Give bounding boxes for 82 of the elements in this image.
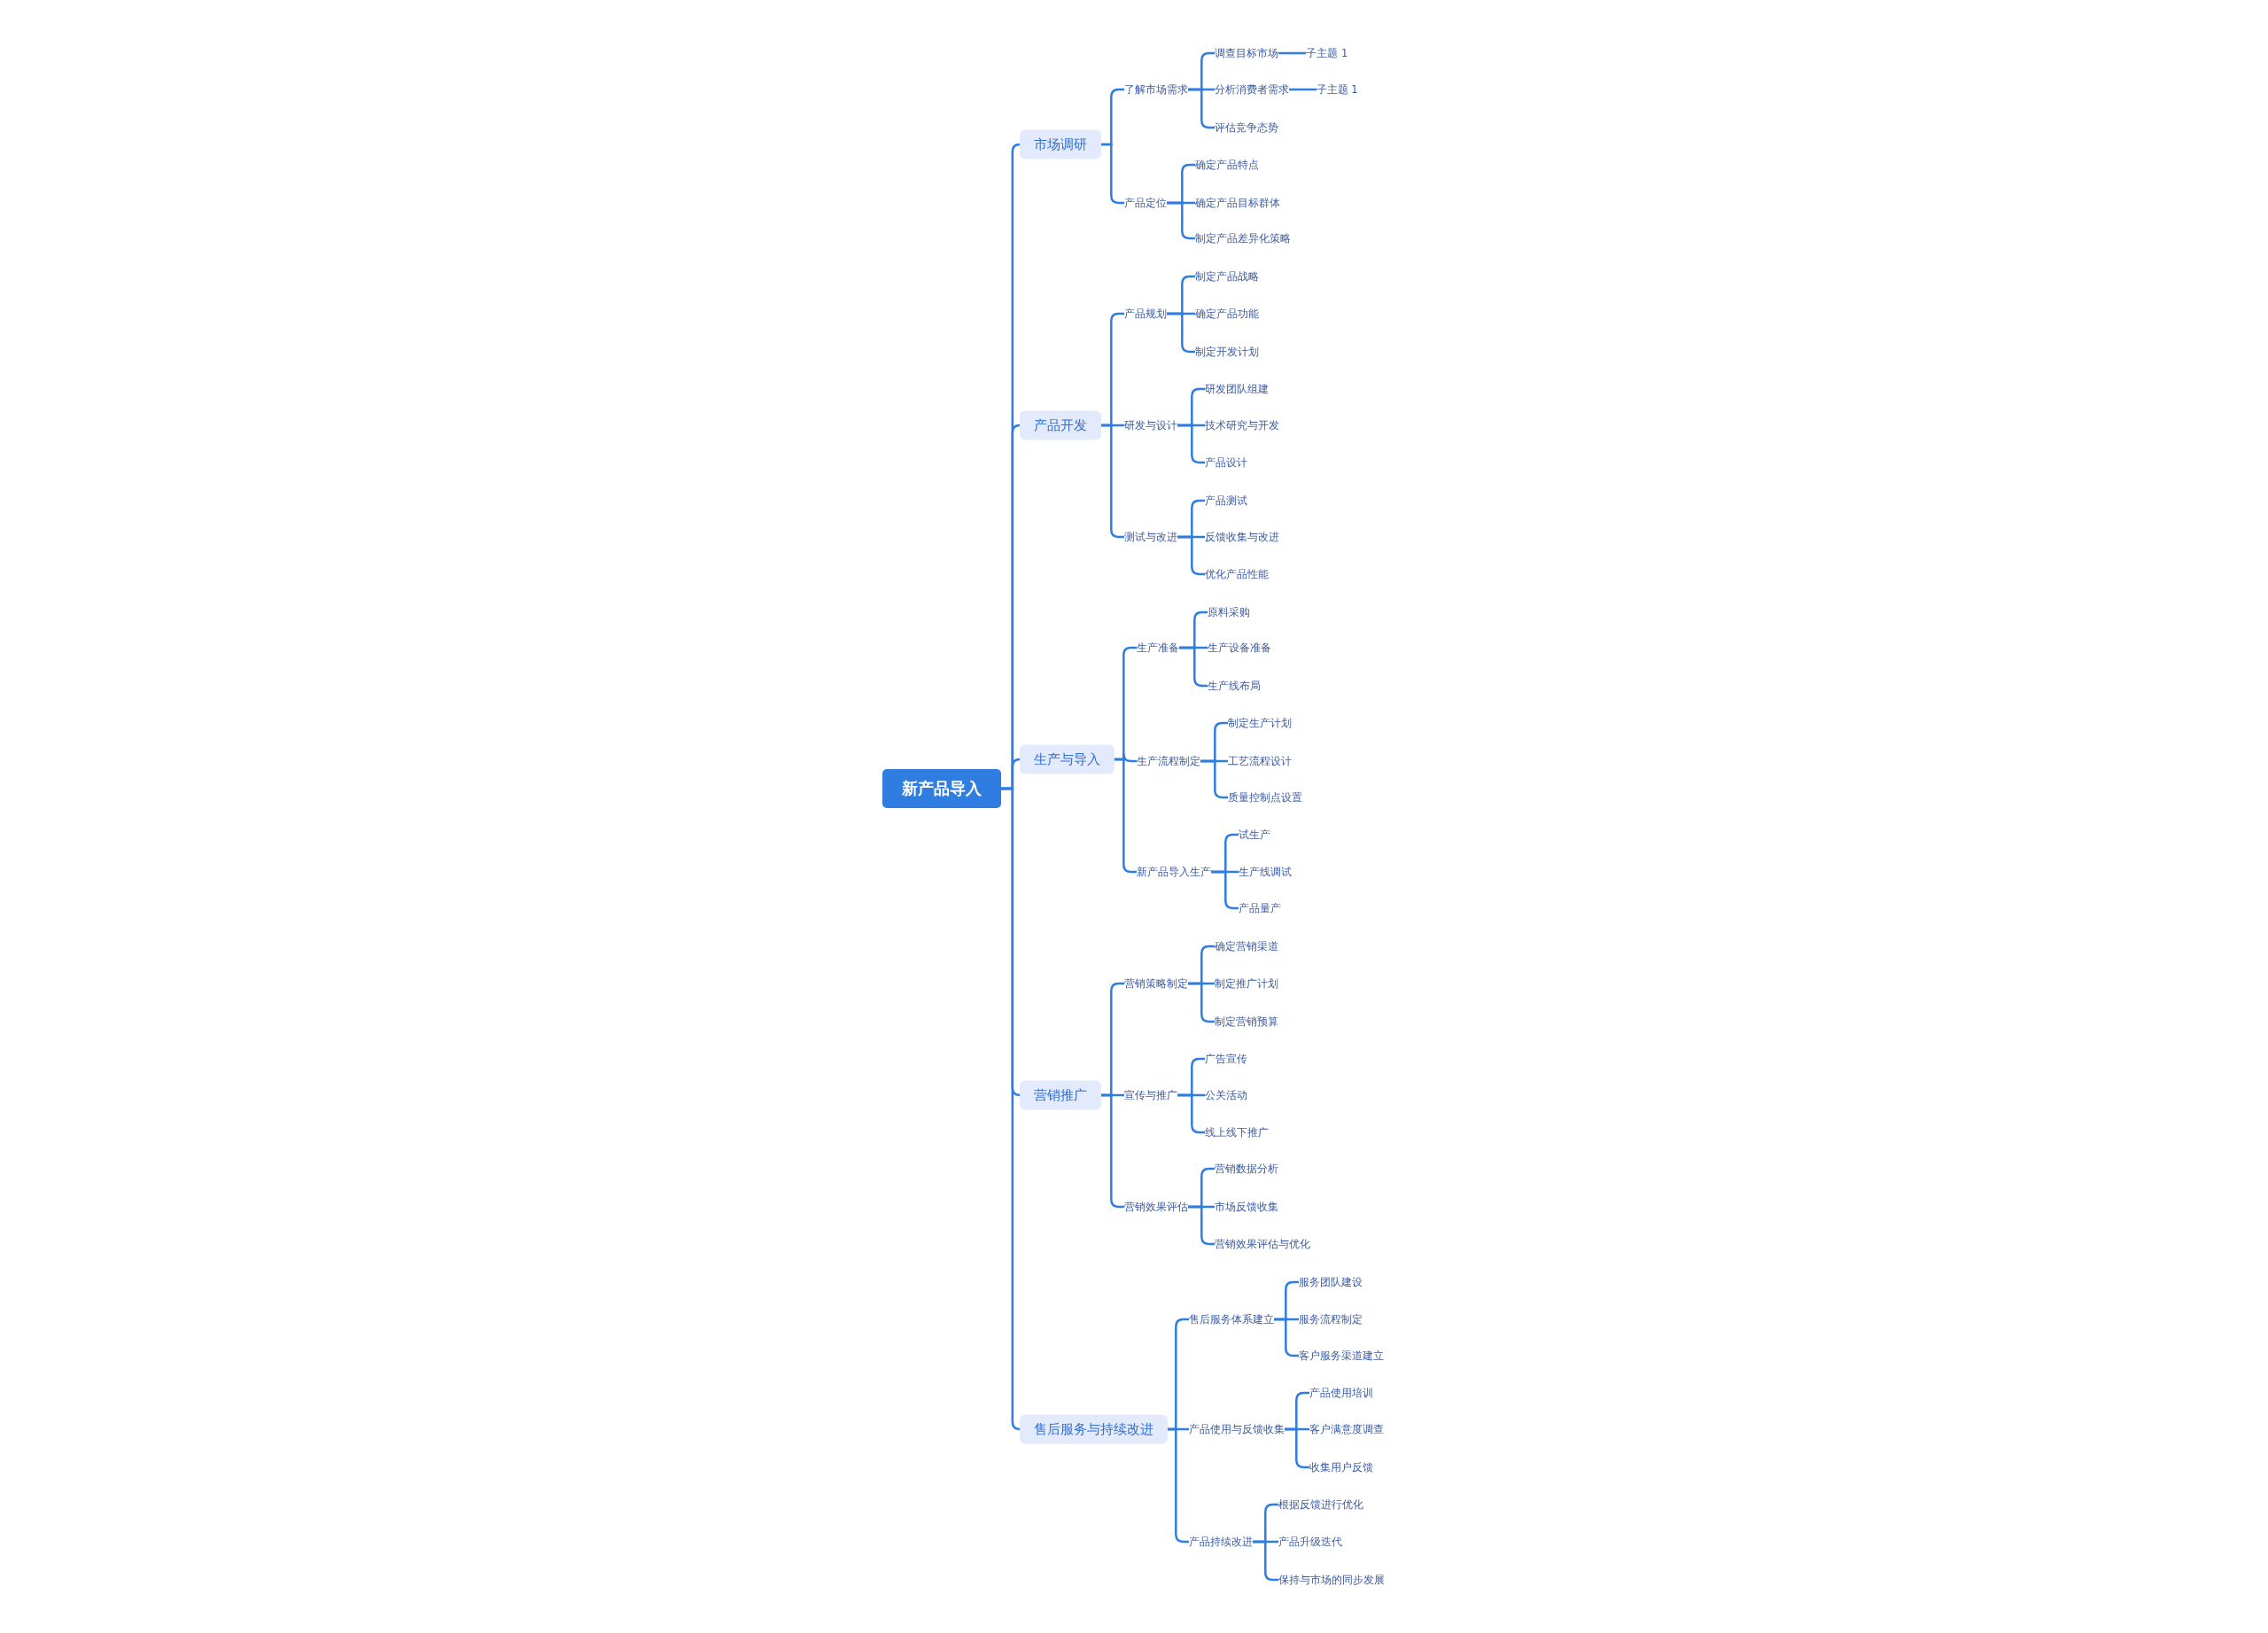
subtopic-label: 客户服务渠道建立 xyxy=(1299,1348,1385,1363)
subtopic-label: 制定生产计划 xyxy=(1228,716,1293,731)
subtopic-label: 产品量产 xyxy=(1238,901,1281,916)
subtopic-label: 确定产品目标群体 xyxy=(1194,195,1280,210)
connector-line xyxy=(1188,982,1215,1023)
subtopic-label: 确定产品功能 xyxy=(1194,307,1259,322)
subtopic-label: 调查目标市场 xyxy=(1215,46,1279,61)
subtopic-label: 技术研究与开发 xyxy=(1205,418,1279,432)
subtopic-label: 市场反馈收集 xyxy=(1215,1199,1279,1214)
connector-line xyxy=(1177,424,1205,464)
connector-line xyxy=(1211,870,1239,910)
topic-box: 营销推广 xyxy=(1020,1080,1101,1110)
subtopic-label: 服务团队建设 xyxy=(1299,1274,1363,1289)
subtopic-label: 试生产 xyxy=(1238,828,1270,843)
subtopic-label: 制定推广计划 xyxy=(1215,976,1279,991)
subtopic-label: 收集用户反馈 xyxy=(1309,1459,1373,1474)
subtopic-label: 营销数据分析 xyxy=(1215,1162,1279,1177)
subtopic-label: 新产品导入生产 xyxy=(1137,865,1212,880)
subtopic-label: 产品升级迭代 xyxy=(1278,1535,1343,1550)
connector-line xyxy=(1188,88,1215,129)
subtopic-label: 售后服务体系建立 xyxy=(1189,1311,1275,1326)
subtopic-label: 产品使用培训 xyxy=(1309,1386,1373,1401)
subtopic-label: 线上线下推广 xyxy=(1205,1125,1269,1140)
connector-line xyxy=(1253,1540,1278,1582)
subtopic-label: 生产线布局 xyxy=(1208,678,1262,693)
root-topic-box: 新产品导入 xyxy=(882,768,1001,808)
subtopic-label: 研发与设计 xyxy=(1123,418,1177,432)
topic-box: 产品开发 xyxy=(1020,410,1101,440)
connector-line xyxy=(1167,312,1195,354)
subtopic-label: 根据反馈进行优化 xyxy=(1278,1497,1364,1512)
connector-line xyxy=(1188,1205,1215,1246)
connector-line xyxy=(1285,1427,1309,1469)
connector-line xyxy=(1200,759,1228,799)
subtopic-label: 生产流程制定 xyxy=(1137,753,1201,768)
connector-line xyxy=(1177,1093,1205,1134)
subtopic-label: 保持与市场的同步发展 xyxy=(1278,1572,1386,1587)
subtopic-label: 评估竞争态势 xyxy=(1215,120,1279,135)
connector-line xyxy=(1177,535,1205,576)
connector-line xyxy=(1101,143,1124,205)
subtopic-label: 质量控制点设置 xyxy=(1228,789,1303,805)
connector-line xyxy=(1278,51,1306,55)
topic-box: 售后服务与持续改进 xyxy=(1020,1414,1168,1444)
subtopic-label: 反馈收集与改进 xyxy=(1205,529,1279,544)
subtopic-label: 生产准备 xyxy=(1137,641,1180,656)
subtopic-label: 产品使用与反馈收集 xyxy=(1189,1422,1285,1437)
subtopic-label: 产品测试 xyxy=(1205,493,1247,508)
subtopic-label: 宣传与推广 xyxy=(1123,1087,1177,1102)
subtopic-label: 工艺流程设计 xyxy=(1228,753,1293,768)
subtopic-label: 服务流程制定 xyxy=(1299,1311,1363,1326)
subtopic-label: 生产线调试 xyxy=(1238,865,1292,880)
subtopic-label: 公关活动 xyxy=(1205,1087,1247,1102)
subtopic-label: 确定产品特点 xyxy=(1194,158,1259,173)
subtopic-label: 了解市场需求 xyxy=(1123,82,1188,97)
subtopic-label: 研发团队组建 xyxy=(1205,382,1269,397)
subtopic-label: 分析消费者需求 xyxy=(1215,82,1290,97)
subtopic-label: 制定产品战略 xyxy=(1194,268,1259,284)
subtopic-label: 营销策略制定 xyxy=(1123,976,1188,991)
subtopic-label: 营销效果评估 xyxy=(1123,1199,1188,1214)
subtopic-label: 制定营销预算 xyxy=(1215,1014,1279,1029)
connector-line xyxy=(1289,88,1317,91)
subtopic-label: 产品设计 xyxy=(1205,455,1247,470)
subtopic-label: 优化产品性能 xyxy=(1205,567,1269,582)
subtopic-label: 产品持续改进 xyxy=(1189,1535,1254,1550)
connector-line xyxy=(1001,787,1021,1431)
connector-line xyxy=(1179,646,1208,688)
subtopic-label: 确定营销渠道 xyxy=(1215,938,1279,953)
connector-line xyxy=(1167,201,1195,240)
subtopic-label: 生产设备准备 xyxy=(1208,641,1272,656)
subtopic-label: 原料采购 xyxy=(1208,604,1251,619)
subtopic-label: 客户满意度调查 xyxy=(1309,1422,1384,1437)
connector-line xyxy=(1274,1318,1299,1357)
subtopic-label: 测试与改进 xyxy=(1123,529,1177,544)
subtopic-label: 广告宣传 xyxy=(1205,1052,1247,1067)
topic-box: 生产与导入 xyxy=(1020,744,1115,774)
subtopic-label: 制定产品差异化策略 xyxy=(1194,231,1291,246)
subtopic-label: 制定开发计划 xyxy=(1194,344,1259,359)
subtopic-label: 子主题 1 xyxy=(1306,46,1348,61)
subtopic-label: 子主题 1 xyxy=(1316,82,1358,97)
topic-box: 市场调研 xyxy=(1020,129,1101,159)
subtopic-label: 产品规划 xyxy=(1123,307,1167,322)
subtopic-label: 产品定位 xyxy=(1123,195,1167,210)
subtopic-label: 营销效果评估与优化 xyxy=(1215,1237,1311,1252)
